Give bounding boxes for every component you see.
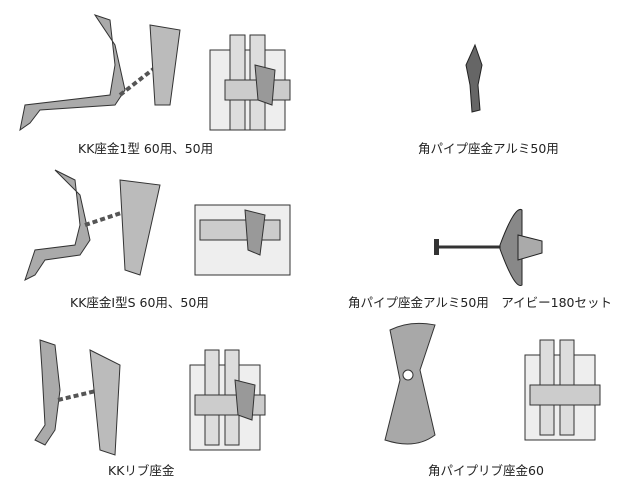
product-label: KK座金I型S 60用、50用 bbox=[70, 295, 209, 310]
kk-washer-type1-illustration bbox=[19, 14, 291, 132]
ivy-180-set-illustration bbox=[434, 208, 543, 287]
product-label: 角パイプ座金アルミ50用 bbox=[418, 141, 559, 156]
square-pipe-washer-aluminum-illustration bbox=[465, 43, 483, 113]
square-pipe-rib-washer-illustration bbox=[384, 322, 601, 445]
kk-rib-washer-illustration bbox=[34, 339, 266, 456]
product-label: KKリブ座金 bbox=[108, 463, 175, 478]
product-label: 角パイプ座金アルミ50用 アイビー180セット bbox=[348, 295, 613, 310]
kk-washer-type1s-illustration bbox=[24, 169, 291, 281]
product-label: 角パイプリブ座金60 bbox=[428, 463, 544, 478]
product-label: KK座金1型 60用、50用 bbox=[78, 141, 214, 156]
